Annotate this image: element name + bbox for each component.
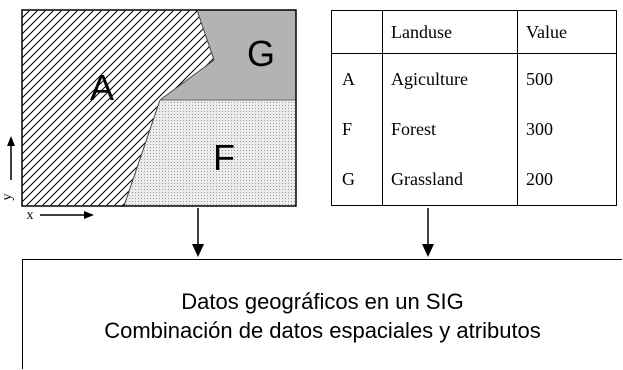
x-axis-arrowhead [84, 211, 94, 219]
table-header-cell [331, 10, 383, 54]
y-axis-arrowhead [7, 136, 15, 146]
attribute-table-container: Landuse Value A Agiculture 500 F Forest … [331, 10, 617, 207]
table-cell-value: 500 [517, 53, 617, 105]
table-row: A Agiculture 500 [331, 53, 617, 105]
table-cell-id: G [331, 154, 383, 207]
table-cell-landuse: Agiculture [382, 53, 518, 105]
caption-text: Datos geográficos en un SIG Combinación … [23, 287, 622, 345]
table-cell-value: 200 [517, 154, 617, 207]
map-connector-arrowhead [192, 244, 204, 257]
caption-line-1: Datos geográficos en un SIG [181, 289, 464, 314]
x-axis-label: x [27, 208, 34, 223]
y-axis-label: y [0, 194, 15, 201]
zone-a-label: A [90, 67, 114, 108]
zone-g-label: G [247, 33, 275, 74]
map-frame [21, 9, 297, 207]
table-cell-value: 300 [517, 104, 617, 155]
zone-boundary [123, 9, 215, 207]
table-row: F Forest 300 [331, 104, 617, 155]
zone-g-region [160, 10, 296, 100]
table-connector-arrowhead [422, 244, 434, 257]
table-cell-landuse: Grassland [382, 154, 518, 207]
zone-a-region [22, 10, 214, 206]
table-row: G Grassland 200 [331, 154, 617, 207]
table-cell-landuse: Forest [382, 104, 518, 155]
table-cell-id: A [331, 53, 383, 105]
table-header-landuse: Landuse [382, 10, 518, 54]
zone-f-region [124, 100, 296, 206]
attribute-table: Landuse Value A Agiculture 500 F Forest … [331, 10, 617, 207]
table-header-row: Landuse Value [331, 10, 617, 54]
caption-line-2: Combinación de datos espaciales y atribu… [104, 318, 541, 343]
table-header-value: Value [517, 10, 617, 54]
table-cell-id: F [331, 104, 383, 155]
zone-f-label: F [213, 137, 235, 178]
gis-caption-box: Datos geográficos en un SIG Combinación … [22, 259, 622, 369]
